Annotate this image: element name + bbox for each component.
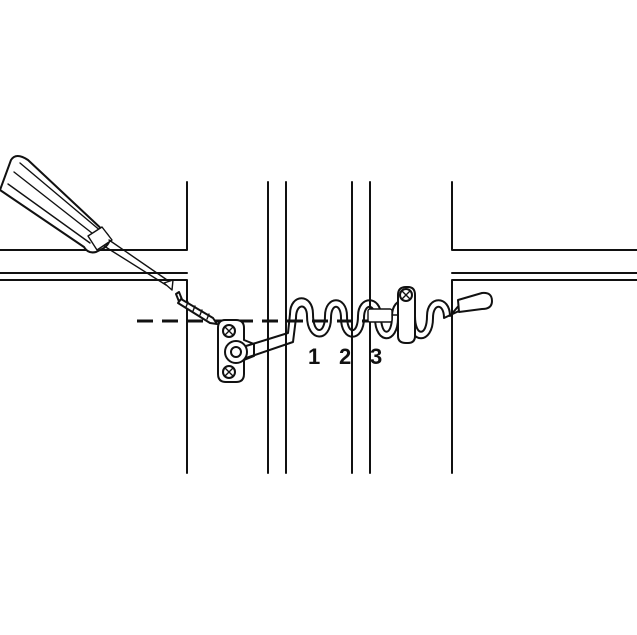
right-window-sash [351,181,371,474]
screw-icon [175,291,218,325]
step-label-1: 1 [308,344,320,369]
screwdriver-icon [0,155,174,291]
spring-wire [289,297,462,339]
step-labels: 1 2 3 [308,344,382,369]
spring-handle [457,291,493,313]
left-window-sash [267,181,287,474]
step-label-2: 2 [339,344,351,369]
limiter-arm [245,313,297,359]
keeper-plate [367,286,416,344]
step-label-3: 3 [370,344,382,369]
right-frame [451,181,637,474]
spring-limiter-icon [217,286,493,383]
base-plate [217,319,255,383]
